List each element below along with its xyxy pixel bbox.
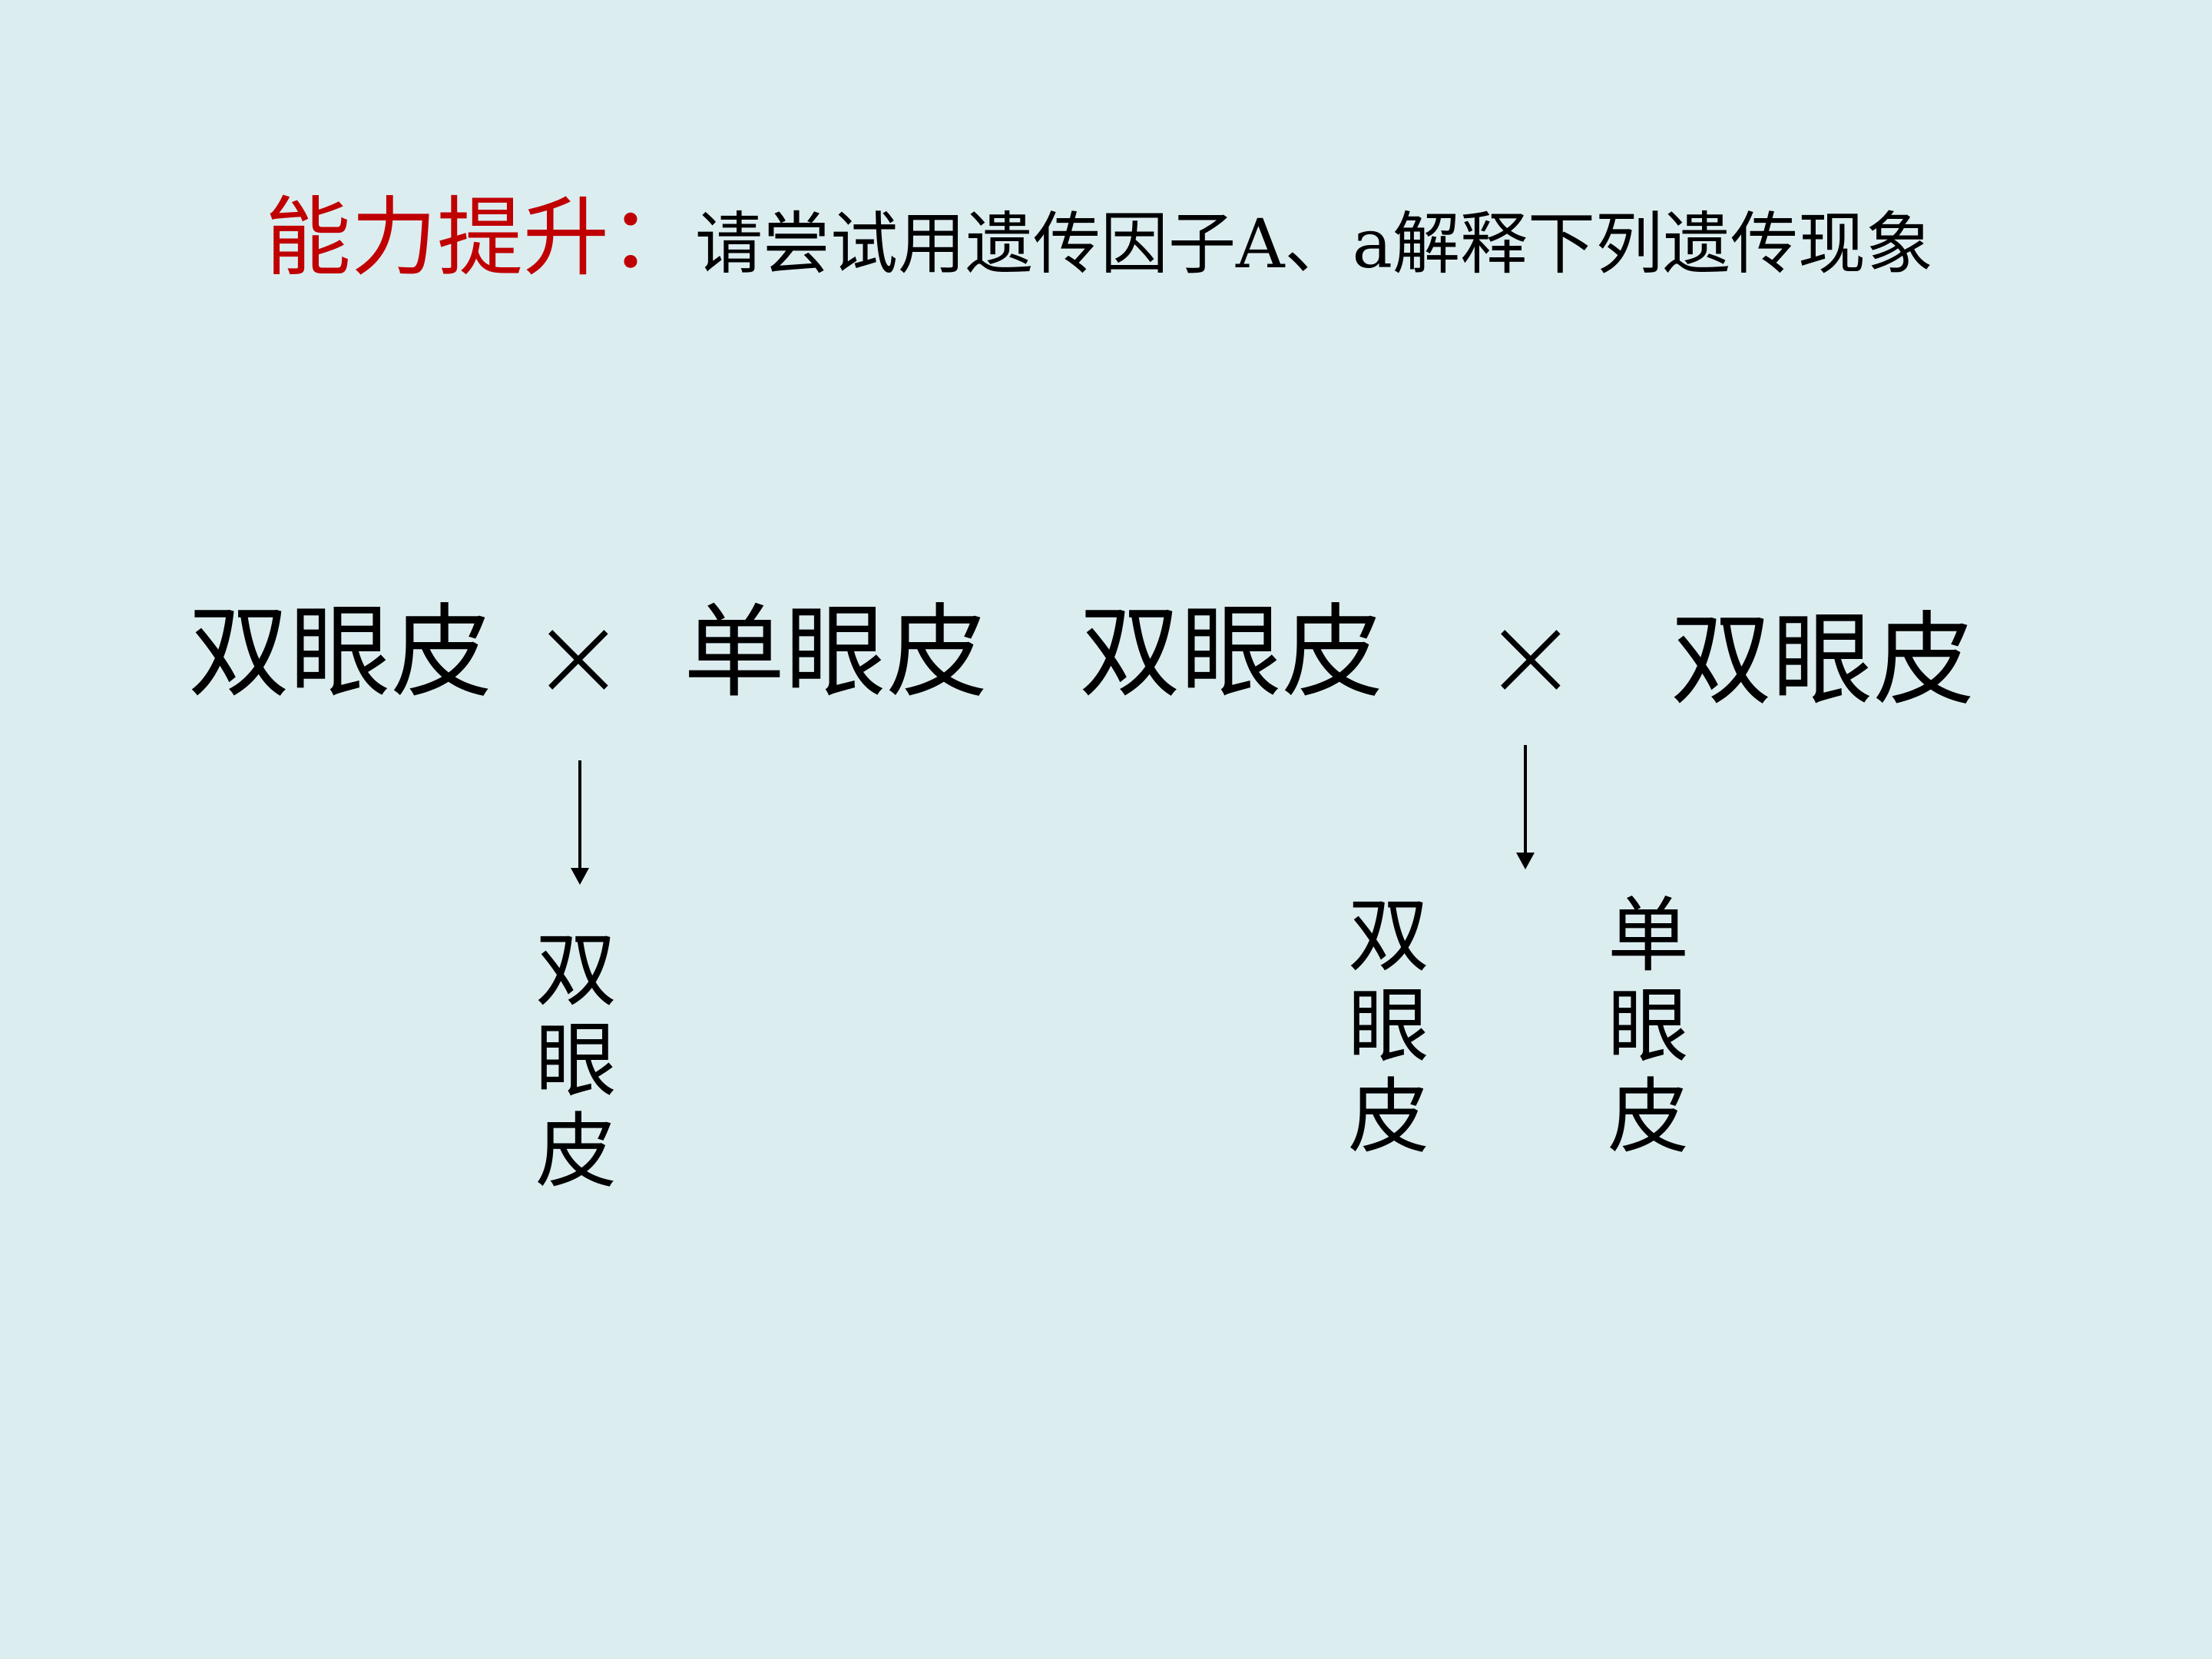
left-parent-1: 双眼皮 bbox=[188, 594, 492, 712]
left-cross-symbol: × bbox=[530, 590, 627, 724]
right-parent-1: 双眼皮 bbox=[1079, 594, 1383, 712]
slide-title: 能力提升：请尝试用遗传因子A、a解释下列遗传现象 bbox=[265, 184, 1933, 292]
title-text: 请尝试用遗传因子A、a解释下列遗传现象 bbox=[695, 204, 1934, 283]
left-parent-2: 单眼皮 bbox=[684, 594, 988, 712]
left-down-arrow bbox=[571, 760, 589, 885]
left-offspring: 双眼皮 bbox=[535, 923, 617, 1199]
right-down-arrow bbox=[1516, 745, 1535, 869]
right-offspring-2: 单眼皮 bbox=[1608, 889, 1689, 1164]
right-offspring-1: 双眼皮 bbox=[1348, 889, 1429, 1164]
right-parent-2: 双眼皮 bbox=[1671, 601, 1975, 720]
title-lead: 能力提升： bbox=[265, 188, 695, 288]
right-cross-symbol: × bbox=[1482, 590, 1579, 724]
